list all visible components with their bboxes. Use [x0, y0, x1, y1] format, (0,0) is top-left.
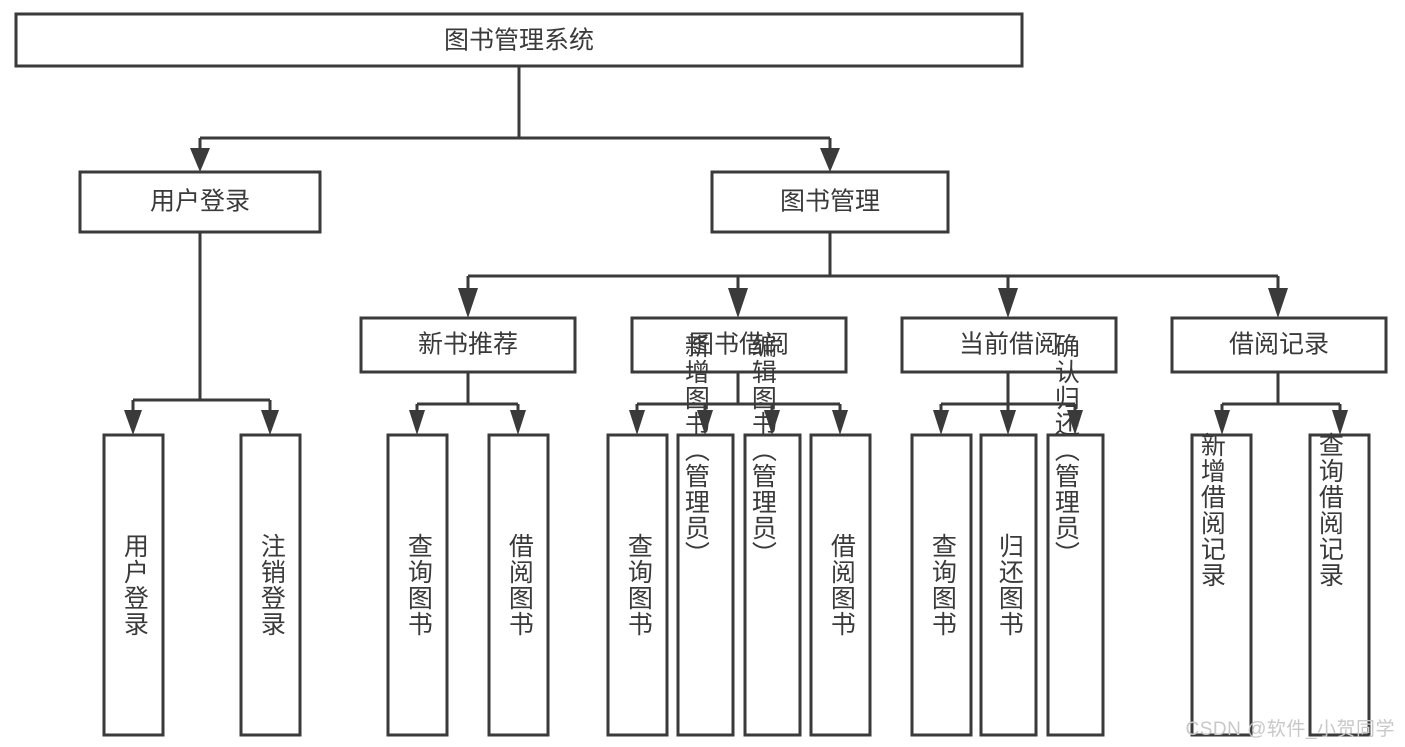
node-leaf-add-book[interactable]: 新增图书（管理员）: [676, 333, 735, 737]
arrow-to-user-login-icon: [190, 148, 210, 172]
node-book-manage-label: 图书管理: [780, 188, 880, 216]
node-leaf-add-record-box[interactable]: [1190, 433, 1253, 737]
node-leaf-borrow-book-2[interactable]: 借阅图书: [809, 433, 872, 737]
node-borrow-record-label: 借阅记录: [1229, 331, 1329, 359]
node-leaf-edit-book[interactable]: 编辑图书（管理员）: [743, 333, 802, 737]
node-leaf-borrow-book-2-label: 借阅图书: [827, 533, 856, 637]
node-new-book-recommend-label: 新书推荐: [418, 331, 518, 359]
arrow-leaf-borrow-book-2-icon: [832, 410, 848, 435]
arrow-leaf-borrow-book-1-icon: [510, 410, 526, 435]
node-leaf-user-logout-label: 注销登录: [257, 533, 286, 637]
arrow-leaf-return-book-icon: [1000, 410, 1016, 435]
node-leaf-return-book-box[interactable]: [979, 433, 1038, 737]
node-user-login[interactable]: 用户登录: [78, 170, 322, 234]
node-new-book-recommend-box[interactable]: [359, 316, 577, 374]
node-book-borrow-box[interactable]: [630, 316, 848, 374]
node-leaf-query-record-label: 查询借阅记录: [1315, 432, 1344, 588]
edge-group: [124, 66, 1348, 435]
arrow-leaf-query-book-1-icon: [409, 410, 425, 435]
csdn-watermark: CSDN @软件_小贺同学: [1185, 719, 1395, 740]
node-leaf-query-book-1-box[interactable]: [386, 433, 449, 737]
node-leaf-borrow-book-1-label: 借阅图书: [505, 533, 534, 637]
arrow-to-new-book-recommend-icon: [458, 288, 478, 318]
node-book-borrow[interactable]: 图书借阅: [630, 316, 848, 374]
node-leaf-edit-book-box[interactable]: [743, 433, 802, 737]
node-leaf-query-book-1-label: 查询图书: [404, 533, 433, 637]
node-leaf-user-logout-box[interactable]: [239, 433, 302, 737]
node-leaf-user-logout[interactable]: 注销登录: [239, 433, 302, 737]
node-user-login-label: 用户登录: [150, 188, 250, 216]
node-leaf-user-login-box[interactable]: [102, 433, 165, 737]
arrow-leaf-edit-book-icon: [764, 410, 780, 435]
arrow-leaf-add-record-icon: [1214, 410, 1230, 435]
node-leaf-query-book-3[interactable]: 查询图书: [910, 433, 973, 737]
arrow-to-borrow-record-icon: [1268, 288, 1288, 318]
node-leaf-add-book-label: 新增图书（管理员）: [681, 333, 710, 567]
arrow-to-current-borrow-icon: [998, 288, 1018, 318]
node-leaf-query-book-3-box[interactable]: [910, 433, 973, 737]
node-user-login-box[interactable]: [78, 170, 322, 234]
arrow-to-book-manage-icon: [820, 148, 840, 172]
arrow-to-book-borrow-icon: [728, 288, 748, 318]
node-leaf-query-record-box[interactable]: [1308, 433, 1371, 737]
node-leaf-add-record-label: 新增借阅记录: [1197, 432, 1226, 588]
node-leaf-query-record[interactable]: 查询借阅记录: [1308, 432, 1371, 737]
arrow-leaf-add-book-icon: [697, 410, 713, 435]
node-leaf-query-book-1[interactable]: 查询图书: [386, 433, 449, 737]
node-leaf-borrow-book-1[interactable]: 借阅图书: [487, 433, 550, 737]
arrow-leaf-query-book-2-icon: [629, 410, 645, 435]
node-leaf-query-book-2-box[interactable]: [606, 433, 669, 737]
node-leaf-borrow-book-1-box[interactable]: [487, 433, 550, 737]
node-root-box[interactable]: [14, 12, 1024, 68]
node-leaf-query-book-2[interactable]: 查询图书: [606, 433, 669, 737]
node-root[interactable]: 图书管理系统: [14, 12, 1024, 68]
node-book-manage-box[interactable]: [710, 170, 950, 234]
node-leaf-edit-book-label: 编辑图书（管理员）: [748, 333, 777, 567]
arrow-leaf-user-logout-icon: [261, 410, 279, 435]
node-current-borrow-label: 当前借阅: [959, 331, 1059, 359]
arrow-leaf-query-book-3-icon: [933, 410, 949, 435]
arrow-leaf-confirm-return-icon: [1067, 410, 1083, 435]
node-borrow-record[interactable]: 借阅记录: [1170, 316, 1388, 374]
node-leaf-user-login[interactable]: 用户登录: [102, 433, 165, 737]
node-leaf-add-book-box[interactable]: [676, 433, 735, 737]
node-leaf-borrow-book-2-box[interactable]: [809, 433, 872, 737]
node-leaf-user-login-label: 用户登录: [120, 533, 149, 637]
node-current-borrow-box[interactable]: [900, 316, 1118, 374]
node-leaf-query-book-2-label: 查询图书: [624, 533, 653, 637]
node-leaf-confirm-return[interactable]: 确认归还（管理员）: [1046, 333, 1105, 737]
node-root-label: 图书管理系统: [444, 27, 594, 55]
node-book-borrow-label: 图书借阅: [689, 331, 789, 359]
arrow-leaf-user-login-icon: [124, 410, 142, 435]
node-book-manage[interactable]: 图书管理: [710, 170, 950, 234]
node-leaf-return-book-label: 归还图书: [995, 533, 1024, 637]
node-leaf-query-book-3-label: 查询图书: [928, 533, 957, 637]
node-leaf-return-book[interactable]: 归还图书: [979, 433, 1038, 737]
node-leaf-confirm-return-label: 确认归还（管理员）: [1051, 333, 1080, 567]
node-new-book-recommend[interactable]: 新书推荐: [359, 316, 577, 374]
node-current-borrow[interactable]: 当前借阅: [900, 316, 1118, 374]
arrow-leaf-query-record-icon: [1332, 410, 1348, 435]
node-leaf-add-record[interactable]: 新增借阅记录: [1190, 432, 1253, 737]
node-leaf-confirm-return-box[interactable]: [1046, 433, 1105, 737]
node-borrow-record-box[interactable]: [1170, 316, 1388, 374]
